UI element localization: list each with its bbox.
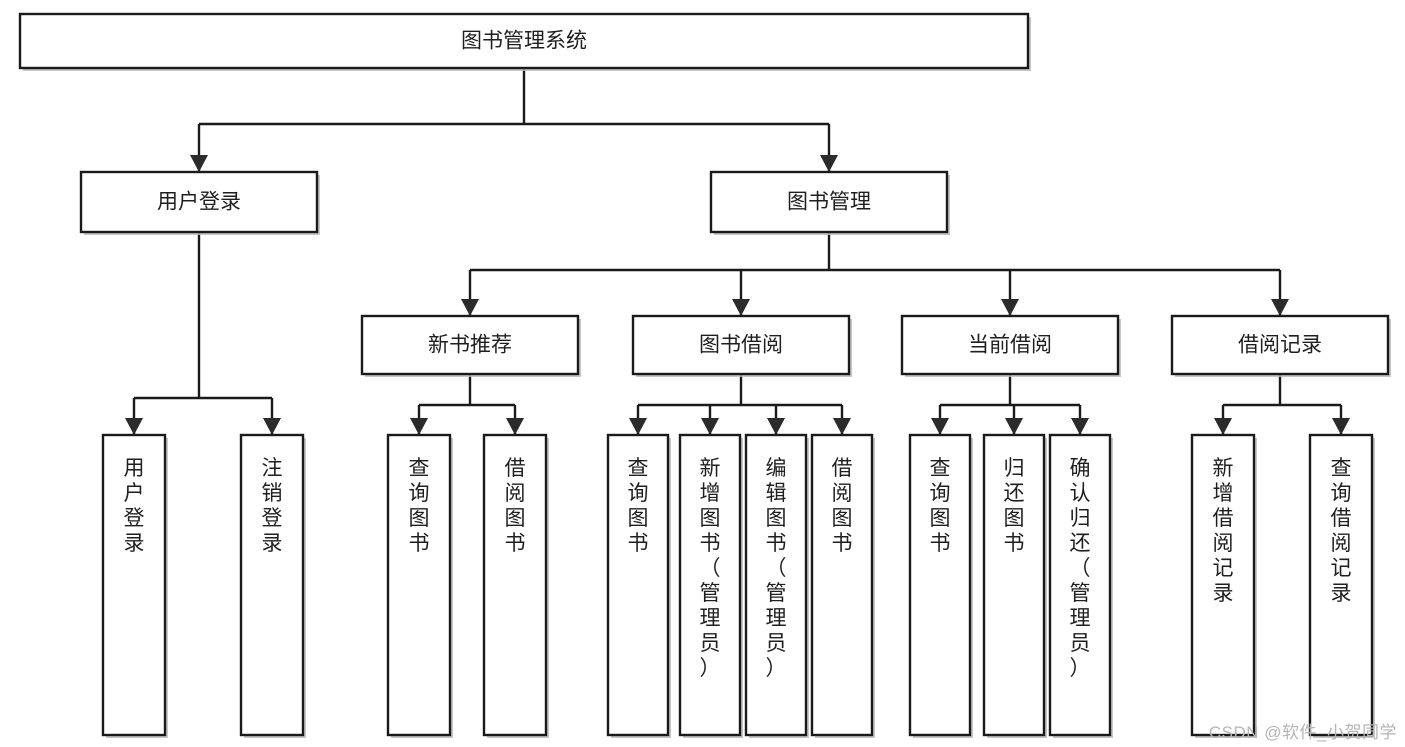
edge-group-root <box>190 68 838 172</box>
node-leaf-borrow-book-1[interactable]: 借阅图书 <box>482 433 549 738</box>
arrow-head-icon <box>820 155 838 172</box>
arrow-head-icon <box>461 299 479 316</box>
node-label: 借阅记录 <box>1238 334 1322 357</box>
node-label: 新增图书（管理员） <box>700 457 721 680</box>
node-leaf-query-book-2[interactable]: 查询图书 <box>606 433 671 738</box>
node-book-borrow[interactable]: 图书借阅 <box>631 314 852 377</box>
arrow-head-icon <box>1071 418 1089 435</box>
node-layer: 图书管理系统用户登录图书管理新书推荐图书借阅当前借阅借阅记录用户登录注销登录查询… <box>18 12 1391 738</box>
arrow-head-icon <box>767 418 785 435</box>
node-current-borrow[interactable]: 当前借阅 <box>900 314 1121 377</box>
node-leaf-confirm-return[interactable]: 确认归还（管理员） <box>1048 433 1113 738</box>
node-leaf-add-record[interactable]: 新增借阅记录 <box>1190 433 1257 738</box>
arrow-head-icon <box>833 418 851 435</box>
node-leaf-query-book-3[interactable]: 查询图书 <box>908 433 973 738</box>
node-leaf-user-login[interactable]: 用户登录 <box>101 433 168 738</box>
node-user-login[interactable]: 用户登录 <box>79 170 320 235</box>
node-label: 查询图书 <box>930 457 951 555</box>
node-label: 用户登录 <box>157 191 241 214</box>
arrow-head-icon <box>410 418 428 435</box>
node-label: 查询图书 <box>409 457 430 555</box>
arrow-head-icon <box>629 418 647 435</box>
node-label: 图书管理系统 <box>461 30 587 53</box>
arrow-head-icon <box>1271 299 1289 316</box>
node-label: 确认归还（管理员） <box>1070 457 1091 680</box>
node-label: 新增借阅记录 <box>1213 457 1234 605</box>
node-borrow-record[interactable]: 借阅记录 <box>1170 314 1391 377</box>
node-label: 归还图书 <box>1004 457 1025 555</box>
node-leaf-edit-book[interactable]: 编辑图书（管理员） <box>744 433 809 738</box>
node-label: 用户登录 <box>124 457 145 555</box>
node-leaf-return-book[interactable]: 归还图书 <box>982 433 1047 738</box>
edge-group-book-manage <box>461 232 1289 316</box>
arrow-head-icon <box>190 155 208 172</box>
edge-group-current-borrow <box>931 374 1089 435</box>
node-label: 查询图书 <box>628 457 649 555</box>
edge-group-user-login <box>125 232 281 435</box>
node-label: 借阅图书 <box>505 457 526 555</box>
node-label: 新书推荐 <box>428 334 512 357</box>
arrow-head-icon <box>506 418 524 435</box>
edge-group-book-borrow <box>629 374 851 435</box>
arrow-head-icon <box>1214 418 1232 435</box>
node-root[interactable]: 图书管理系统 <box>18 12 1031 71</box>
node-label: 编辑图书（管理员） <box>766 457 787 680</box>
arrow-head-icon <box>125 418 143 435</box>
node-leaf-query-record[interactable]: 查询借阅记录 <box>1308 433 1375 738</box>
node-label: 查询借阅记录 <box>1331 457 1352 605</box>
node-leaf-add-book[interactable]: 新增图书（管理员） <box>678 433 743 738</box>
arrow-head-icon <box>1001 299 1019 316</box>
node-label: 当前借阅 <box>968 334 1052 357</box>
edge-group-borrow-record <box>1214 374 1350 435</box>
node-leaf-logout[interactable]: 注销登录 <box>239 433 306 738</box>
node-label: 图书管理 <box>787 191 871 214</box>
node-label: 注销登录 <box>262 457 283 555</box>
arrow-head-icon <box>1005 418 1023 435</box>
connector-layer <box>125 68 1350 435</box>
node-label: 借阅图书 <box>832 457 853 555</box>
node-leaf-borrow-book-2[interactable]: 借阅图书 <box>810 433 875 738</box>
arrow-head-icon <box>701 418 719 435</box>
arrow-head-icon <box>931 418 949 435</box>
arrow-head-icon <box>1332 418 1350 435</box>
node-new-book-recommend[interactable]: 新书推荐 <box>360 314 581 377</box>
node-label: 图书借阅 <box>699 334 783 357</box>
node-book-manage[interactable]: 图书管理 <box>709 170 950 235</box>
edge-group-new-book-recommend <box>410 374 524 435</box>
arrow-head-icon <box>263 418 281 435</box>
arrow-head-icon <box>732 299 750 316</box>
node-leaf-query-book-1[interactable]: 查询图书 <box>386 433 453 738</box>
